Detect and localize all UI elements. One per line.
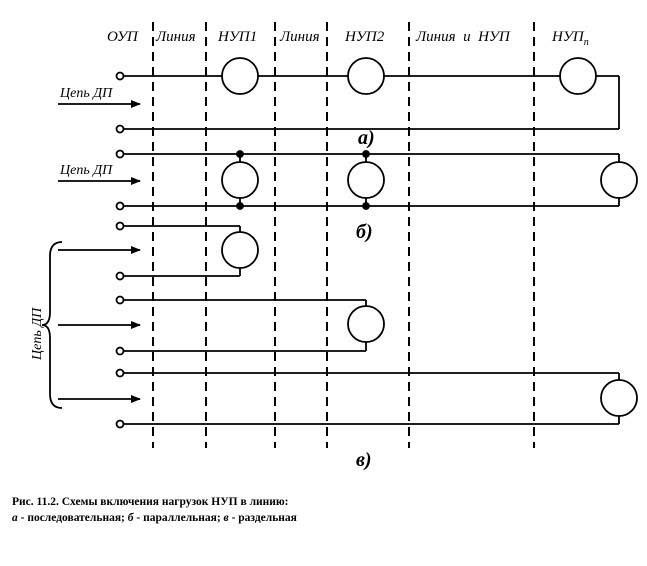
chain-dp-label-b: Цепь ДП bbox=[59, 163, 113, 178]
header-line-and-nup: Линия и НУП bbox=[415, 29, 511, 45]
header-nup2: НУП2 bbox=[344, 29, 385, 45]
chain-dp-label-a: Цепь ДП bbox=[59, 86, 113, 101]
variant-a-label: а) bbox=[358, 127, 375, 149]
figure-caption-title: Рис. 11.2. Схемы включения нагрузок НУП … bbox=[12, 496, 289, 508]
nupn-load-a bbox=[559, 57, 597, 95]
header-nup1: НУП1 bbox=[217, 29, 257, 45]
column-separators bbox=[152, 22, 535, 448]
nup1-load-c bbox=[221, 231, 259, 269]
nup2-load-b bbox=[347, 161, 385, 199]
scheme-b-parallel bbox=[58, 149, 638, 211]
nup2-load-c bbox=[347, 305, 385, 343]
scheme-c-separate bbox=[41, 221, 638, 429]
chain-dp-label-c: Цепь ДП bbox=[30, 307, 45, 361]
header-line-2: Линия bbox=[279, 29, 320, 45]
variant-b-label: б) bbox=[356, 221, 373, 243]
nupn-load-b bbox=[600, 161, 638, 199]
nupn-load-c bbox=[600, 379, 638, 417]
header-line-1: Линия bbox=[155, 29, 196, 45]
nup1-load-a bbox=[221, 57, 259, 95]
figure-caption-legend: а - последовательная; б - параллельная; … bbox=[12, 512, 297, 524]
variant-c-label: в) bbox=[356, 449, 372, 471]
nup1-load-b bbox=[221, 161, 259, 199]
header-nup-n: НУПn bbox=[551, 29, 589, 48]
header-oup: ОУП bbox=[107, 29, 139, 45]
scheme-a-series bbox=[58, 57, 620, 134]
nup2-load-a bbox=[347, 57, 385, 95]
